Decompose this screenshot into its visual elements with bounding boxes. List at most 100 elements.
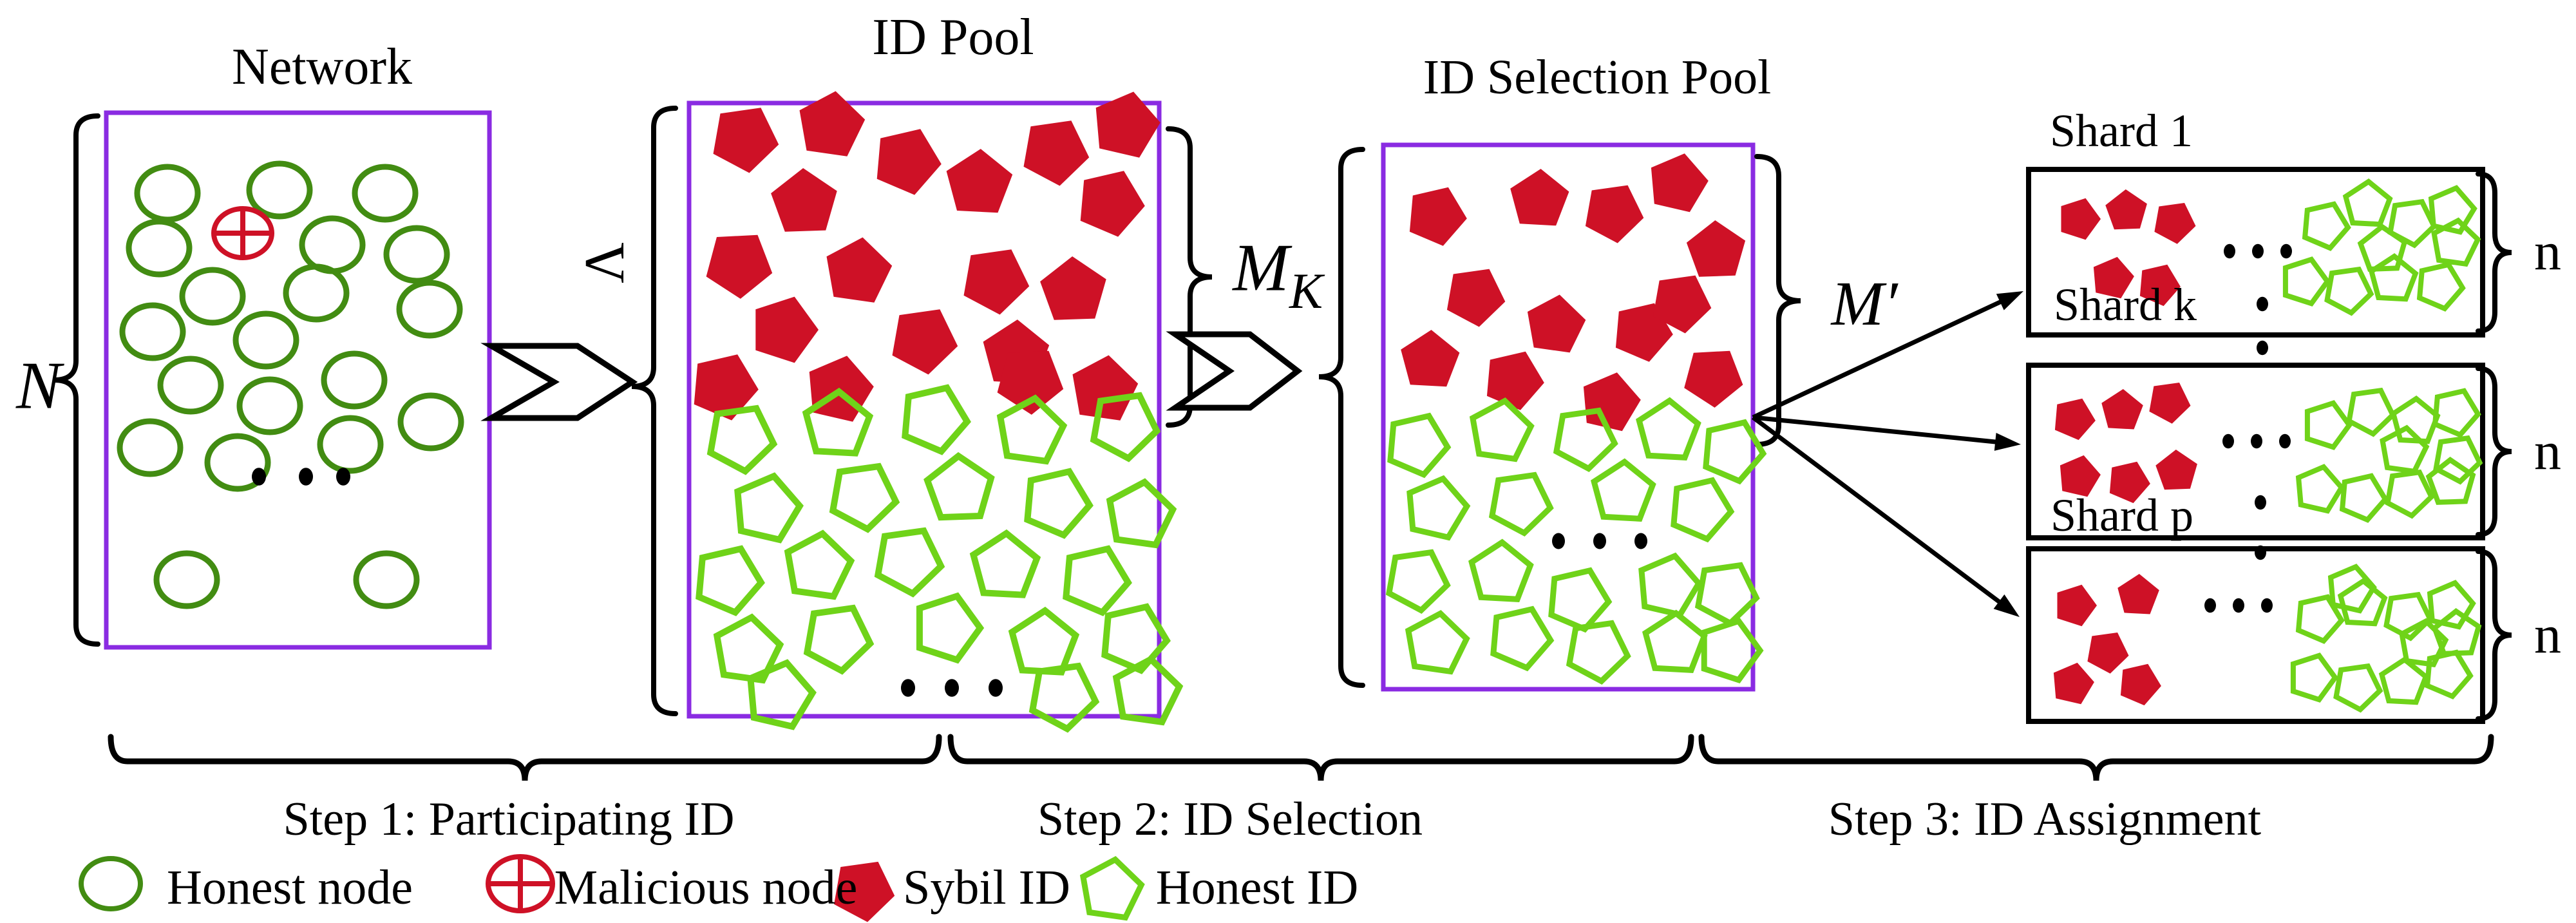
honest-ids-shard-p bbox=[2295, 594, 2345, 644]
sybil-ids-idpool bbox=[963, 249, 1030, 315]
selection-ellipsis bbox=[1593, 533, 1606, 549]
shard-k-title: Shard k bbox=[2054, 279, 2197, 330]
idpool-ellipsis bbox=[901, 679, 915, 697]
shard-1-ellipsis bbox=[2224, 243, 2235, 259]
honest-ids-idpool bbox=[747, 659, 817, 730]
id-selection-pool-title: ID Selection Pool bbox=[1423, 50, 1772, 104]
honest-ids-selection bbox=[1566, 620, 1631, 685]
honest-nodes-network bbox=[283, 263, 350, 323]
sybil-ids-selection bbox=[1401, 330, 1460, 387]
sybil-ids-shard-p bbox=[2087, 633, 2129, 674]
selected-sybil-brace bbox=[1754, 154, 1801, 447]
honest-ids-shard-1 bbox=[2357, 224, 2408, 272]
step-2-label: Step 2: ID Selection bbox=[1037, 793, 1423, 846]
sybil-ids-idpool bbox=[1072, 355, 1139, 421]
sybil-ids-shard-p bbox=[2057, 584, 2097, 627]
honest-nodes-network bbox=[353, 550, 420, 609]
sybil-ids-shard-1 bbox=[2061, 198, 2101, 240]
legend-honest-node-label: Honest node bbox=[166, 861, 413, 915]
shards-vertical-ellipsis bbox=[2255, 495, 2266, 510]
honest-ids-shard-1 bbox=[2387, 198, 2438, 249]
id-pool-brace bbox=[631, 106, 678, 716]
shard-k-size-brace bbox=[2476, 366, 2512, 537]
shard-p-ellipsis bbox=[2233, 598, 2244, 613]
honest-ids-shard-k bbox=[2380, 424, 2430, 475]
set-label-sybil: M bbox=[1233, 229, 1289, 305]
honest-ids-selection bbox=[1591, 458, 1656, 522]
honest-node-icon bbox=[79, 856, 143, 911]
honest-ids-shard-1 bbox=[2368, 253, 2419, 302]
honest-ids-idpool bbox=[829, 462, 900, 533]
honest-ids-idpool bbox=[916, 592, 985, 664]
honest-ids-shard-1 bbox=[2302, 201, 2351, 251]
sybil-ids-shard-1 bbox=[2139, 264, 2181, 307]
network-ellipsis bbox=[252, 468, 266, 486]
sybil-ids-selection bbox=[1446, 269, 1506, 327]
sybil-ids-selection bbox=[1684, 350, 1743, 408]
step-1-label: Step 1: Participating ID bbox=[283, 793, 735, 846]
shard-1-box bbox=[2026, 167, 2485, 338]
network-box bbox=[104, 110, 492, 650]
idpool-ellipsis bbox=[945, 679, 959, 697]
honest-ids-idpool bbox=[1106, 478, 1177, 549]
honest-ids-shard-p bbox=[2383, 591, 2434, 642]
honest-nodes-network bbox=[126, 218, 193, 278]
honest-ids-selection bbox=[1636, 397, 1701, 461]
shard-1-ellipsis bbox=[2280, 243, 2292, 259]
sybil-ids-selection bbox=[1527, 294, 1586, 353]
step-3-label: Step 3: ID Assignment bbox=[1828, 793, 2262, 846]
honest-nodes-network bbox=[157, 356, 224, 415]
sybil-ids-idpool bbox=[1080, 171, 1145, 237]
step-3-brace bbox=[1698, 734, 2494, 781]
honest-ids-selection bbox=[1694, 562, 1760, 627]
set-label-sybil-selected: M′ bbox=[1831, 269, 1898, 339]
honest-ids-idpool bbox=[923, 452, 995, 521]
network-title: Network bbox=[232, 39, 412, 95]
sybil-ids-shard-1 bbox=[2105, 189, 2147, 230]
sybil-ids-idpool bbox=[997, 350, 1064, 415]
honest-nodes-network bbox=[153, 550, 220, 609]
honest-ids-selection bbox=[1490, 605, 1555, 672]
chevron-idpool-to-selection bbox=[1166, 331, 1303, 411]
sybil-ids-idpool bbox=[876, 129, 942, 195]
honest-ids-selection bbox=[1469, 397, 1535, 462]
shard-p-ellipsis bbox=[2204, 598, 2216, 613]
honest-ids-idpool bbox=[996, 394, 1068, 465]
chevron-network-to-idpool bbox=[480, 343, 638, 421]
honest-ids-shard-p bbox=[2327, 564, 2377, 614]
sybil-ids-idpool bbox=[1095, 91, 1160, 158]
honest-ids-shard-k bbox=[2390, 395, 2441, 444]
sybil-ids-shard-k bbox=[2101, 389, 2143, 430]
sybil-ids-shard-p bbox=[2053, 662, 2094, 705]
honest-ids-selection bbox=[1642, 609, 1708, 673]
honest-ids-shard-p bbox=[2431, 608, 2482, 656]
shard-k-ellipsis bbox=[2222, 433, 2234, 449]
sybil-ids-selection bbox=[1486, 351, 1544, 410]
honest-nodes-network bbox=[117, 418, 184, 477]
honest-ids-shard-k bbox=[2339, 473, 2389, 523]
honest-nodes-network bbox=[317, 415, 384, 474]
honest-ids-shard-1 bbox=[2282, 256, 2331, 307]
sybil-ids-idpool bbox=[771, 168, 837, 232]
honest-ids-idpool bbox=[874, 527, 945, 598]
honest-ids-idpool bbox=[802, 387, 874, 457]
honest-ids-idpool bbox=[902, 384, 971, 455]
shards-vertical-ellipsis bbox=[2257, 296, 2268, 312]
honest-ids-shard-p bbox=[2427, 580, 2476, 630]
honest-ids-idpool bbox=[1024, 468, 1094, 539]
network-set-brace bbox=[53, 113, 100, 647]
honest-ids-selection bbox=[1468, 538, 1534, 602]
honest-ids-selection bbox=[1387, 412, 1452, 479]
honest-ids-shard-k bbox=[2385, 469, 2435, 519]
shards-vertical-ellipsis bbox=[2257, 340, 2268, 356]
sybil-ids-shard-k bbox=[2155, 450, 2197, 490]
shard-k-size-label: n bbox=[2534, 421, 2561, 481]
sybil-ids-idpool bbox=[946, 149, 1013, 213]
step-2-brace bbox=[947, 734, 1694, 781]
honest-ids-shard-k bbox=[2432, 388, 2481, 438]
sybil-ids-shard-p bbox=[2117, 574, 2159, 614]
honest-ids-shard-p bbox=[2424, 649, 2474, 699]
sybil-ids-selection bbox=[1583, 372, 1641, 432]
honest-ids-idpool bbox=[1028, 662, 1100, 733]
honest-nodes-network bbox=[246, 160, 313, 220]
